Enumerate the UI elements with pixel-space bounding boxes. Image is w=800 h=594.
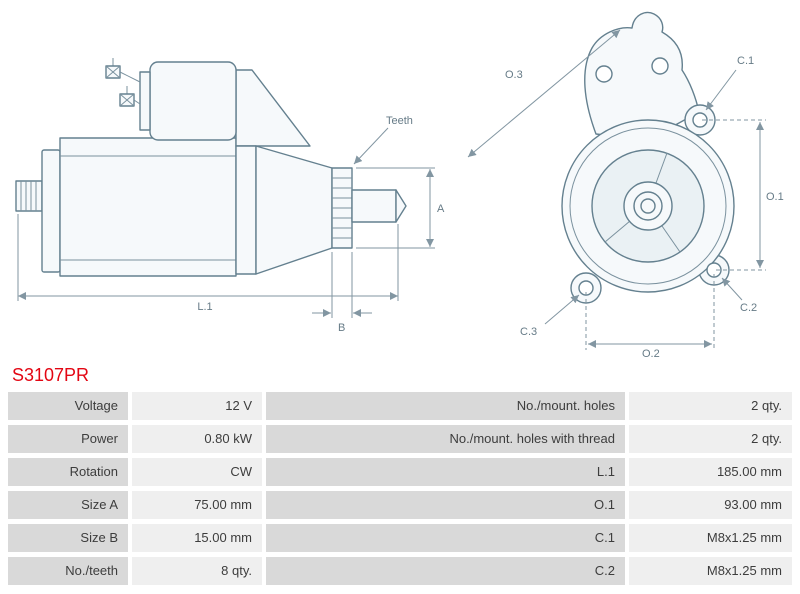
solenoid-cap: [139, 71, 151, 131]
spec-value: 12 V: [132, 392, 262, 420]
solenoid-hole-left: [595, 65, 613, 83]
mount-hole-top-right: [692, 112, 708, 128]
drive-end-cap: [235, 145, 257, 275]
end-cap: [41, 149, 61, 273]
side-view-dimensions: L.1 A B Teeth: [17, 115, 445, 334]
spec-value: 15.00 mm: [132, 524, 262, 552]
spec-value: CW: [132, 458, 262, 486]
dim-line-o3: [467, 29, 621, 158]
pinion-gear: [331, 167, 353, 249]
spec-label: L.1: [266, 458, 625, 486]
dim-label-c3: C.3: [520, 326, 537, 338]
front-view: [561, 11, 735, 304]
spec-value: 75.00 mm: [132, 491, 262, 519]
solenoid-bracket: [235, 69, 311, 147]
motor-body: [59, 137, 237, 277]
dim-label-o3: O.3: [505, 69, 523, 81]
solenoid-hole-right: [651, 57, 669, 75]
technical-diagram: L.1 A B Teeth: [15, 11, 784, 360]
spec-value: M8x1.25 mm: [629, 524, 792, 552]
starter-motor-drawing: L.1 A B Teeth: [15, 11, 784, 360]
dim-label-b: B: [338, 322, 345, 334]
teeth-leader: [353, 127, 389, 165]
spec-value: 8 qty.: [132, 557, 262, 585]
spec-label: Power: [8, 425, 128, 453]
nose-cone: [255, 145, 333, 275]
dim-leader-c3: [544, 294, 580, 325]
dim-label-o2: O.2: [642, 348, 660, 360]
dim-leader-c1: [705, 69, 737, 111]
spec-label: Voltage: [8, 392, 128, 420]
terminal-studs: [105, 58, 141, 107]
spec-label: No./mount. holes: [266, 392, 625, 420]
shaft-stub: [15, 180, 43, 212]
dim-label-l1: L.1: [197, 301, 212, 313]
dim-leader-c2: [721, 277, 743, 301]
part-number: S3107PR: [12, 365, 90, 385]
spec-label: Rotation: [8, 458, 128, 486]
spec-value: 2 qty.: [629, 425, 792, 453]
shaft-center: [640, 198, 656, 214]
front-view-dimensions: O.3 C.1 O.1 C.2 C.3 O.2: [467, 29, 784, 360]
teeth-label: Teeth: [386, 115, 413, 127]
side-view: [15, 58, 407, 277]
spec-value: 0.80 kW: [132, 425, 262, 453]
spec-label: O.1: [266, 491, 625, 519]
spec-value: M8x1.25 mm: [629, 557, 792, 585]
spec-value: 2 qty.: [629, 392, 792, 420]
dim-label-o1: O.1: [766, 191, 784, 203]
dim-label-c1: C.1: [737, 55, 754, 67]
dim-label-a: A: [437, 203, 445, 215]
spec-label: C.1: [266, 524, 625, 552]
spec-label: Size B: [8, 524, 128, 552]
spec-value: 185.00 mm: [629, 458, 792, 486]
dim-label-c2: C.2: [740, 302, 757, 314]
spec-label: No./teeth: [8, 557, 128, 585]
shaft-tip: [395, 189, 407, 223]
specs-table: Voltage 12 V No./mount. holes 2 qty. Pow…: [0, 392, 800, 585]
spec-label: No./mount. holes with thread: [266, 425, 625, 453]
solenoid: [149, 61, 237, 141]
spec-value: 93.00 mm: [629, 491, 792, 519]
spec-label: Size A: [8, 491, 128, 519]
spec-label: C.2: [266, 557, 625, 585]
output-shaft: [351, 189, 397, 223]
